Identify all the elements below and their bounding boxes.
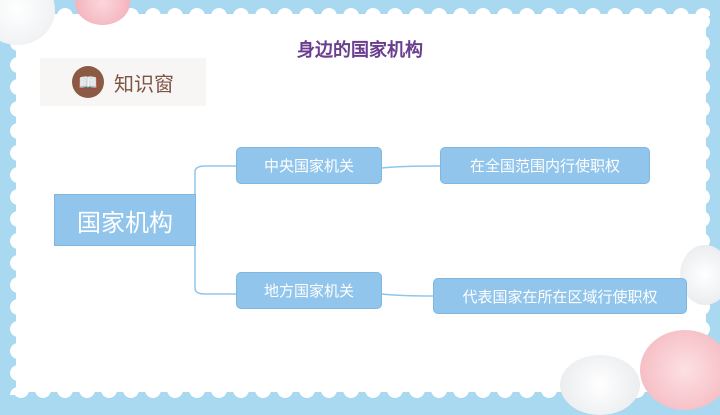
- root-node: 国家机构: [54, 194, 196, 246]
- book-icon: 📖: [72, 66, 104, 98]
- connector-lines: [194, 165, 441, 297]
- connector-central-detail: [381, 165, 441, 169]
- connector-local-detail: [381, 293, 435, 297]
- frame-scallop-left: [4, 10, 18, 395]
- badge-label: 知识窗: [114, 71, 174, 96]
- branch-node-local: 地方国家机关: [236, 272, 382, 309]
- detail-node-local: 代表国家在所在区域行使职权: [433, 278, 687, 314]
- frame-scallop-top: [10, 2, 710, 16]
- slide-title: 身边的国家机构: [297, 40, 423, 61]
- flower-decoration-bottom-pink: [640, 330, 720, 410]
- knowledge-window-badge: 📖 知识窗: [40, 58, 206, 106]
- connector-root-to-local: [194, 216, 237, 295]
- branch-node-central: 中央国家机关: [236, 147, 382, 184]
- detail-node-central: 在全国范围内行使职权: [440, 147, 650, 184]
- connector-root-to-central: [194, 165, 237, 216]
